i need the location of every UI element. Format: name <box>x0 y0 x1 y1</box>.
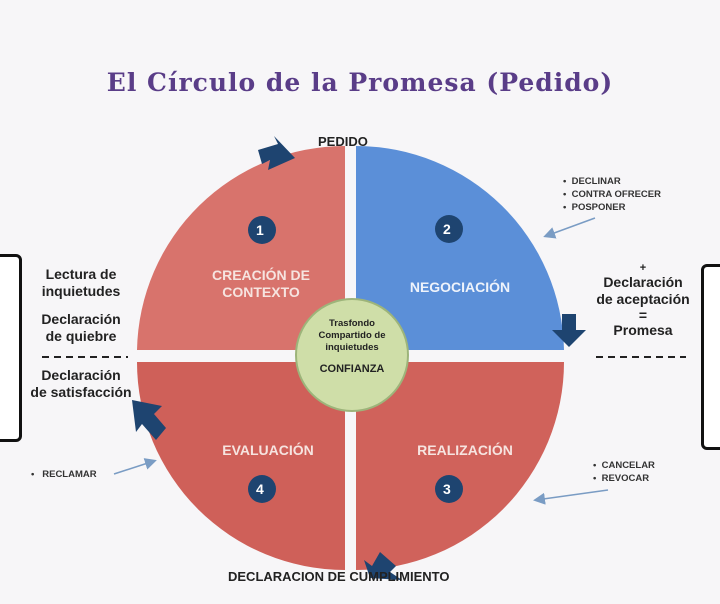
badge-number-4: 4 <box>256 481 264 497</box>
lectura-line2: inquietudes <box>41 283 121 299</box>
option-text: POSPONER <box>571 202 626 213</box>
left-frame <box>0 254 22 442</box>
promesa-label: Promesa <box>613 322 673 338</box>
option-posponer: • POSPONER <box>563 202 626 213</box>
bottom-label: DECLARACION DE CUMPLIMIENTO <box>228 569 450 584</box>
arrow-icon <box>364 552 402 580</box>
quadrant-label-negociacion: NEGOCIACIÓN <box>409 279 511 295</box>
option-declinar: • DECLINAR <box>563 176 621 187</box>
center-text: Trasfondo Compartido de inquietudes CONF… <box>296 318 408 375</box>
equals-sign: = <box>638 307 648 323</box>
aceptacion-line1: Declaración <box>603 274 683 290</box>
option-contra-ofrecer: • CONTRA OFRECER <box>563 189 661 200</box>
left-notes: Lectura de inquietudes Declaración de qu… <box>26 266 136 401</box>
badge-number-2: 2 <box>443 221 451 237</box>
evaluation-options: • RECLAMAR <box>31 468 97 481</box>
quadrant-label-realizacion: REALIZACIÓN <box>417 442 513 458</box>
center-line2: Compartido de <box>318 330 386 341</box>
arrow-icon <box>132 400 166 440</box>
option-text: CONTRA OFRECER <box>571 189 661 200</box>
quadrant-realizacion <box>356 362 564 570</box>
right-frame <box>701 264 720 450</box>
number-badge-3 <box>435 475 463 503</box>
option-text: DECLINAR <box>571 176 621 187</box>
quadrant-label-evaluacion: EVALUACIÓN <box>222 442 314 458</box>
quadrant-negociacion <box>356 145 564 350</box>
badge-number-3: 3 <box>443 481 451 497</box>
arrow-line <box>533 489 609 505</box>
quadrant-label-creacion: CREACIÓN DE CONTEXTO <box>196 267 326 301</box>
badge-number-1: 1 <box>256 222 264 238</box>
option-text: CANCELAR <box>601 460 655 471</box>
lectura-line1: Lectura de <box>45 266 117 282</box>
arrow-icon <box>258 136 295 170</box>
top-label: PEDIDO <box>318 134 368 149</box>
option-reclamar: • RECLAMAR <box>31 469 97 480</box>
arrow-line <box>113 458 157 475</box>
plus-sign: + <box>639 262 647 274</box>
creacion-line1: CREACIÓN DE <box>211 267 310 283</box>
option-revocar: • REVOCAR <box>593 473 650 484</box>
satisfaccion-line1: Declaración <box>41 367 121 383</box>
realization-options: • CANCELAR • REVOCAR <box>593 459 655 485</box>
negotiation-options: • DECLINAR • CONTRA OFRECER • POSPONER <box>563 175 661 214</box>
arrow-line <box>543 217 596 239</box>
option-text: REVOCAR <box>601 473 650 484</box>
creacion-line2: CONTEXTO <box>222 284 300 300</box>
center-line3: inquietudes <box>325 342 379 353</box>
center-line1: Trasfondo <box>329 318 375 329</box>
right-notes: + Declaración de aceptación = Promesa <box>588 262 698 339</box>
quadrant-evaluacion <box>137 362 345 570</box>
satisfaccion-line2: de satisfacción <box>30 384 132 400</box>
quiebre-line2: de quiebre <box>45 328 117 344</box>
option-cancelar: • CANCELAR <box>593 460 655 471</box>
aceptacion-line2: de aceptación <box>596 291 690 307</box>
number-badge-4 <box>248 475 276 503</box>
center-circle <box>295 298 409 412</box>
option-text: RECLAMAR <box>42 469 97 480</box>
center-trust: CONFIANZA <box>319 363 385 375</box>
quadrant-creacion <box>137 145 345 350</box>
number-badge-2 <box>435 215 463 243</box>
arrow-icon <box>552 314 586 347</box>
diagram-title: El Círculo de la Promesa (Pedido) <box>106 68 614 97</box>
number-badge-1 <box>248 216 276 244</box>
quiebre-line1: Declaración <box>41 311 121 327</box>
